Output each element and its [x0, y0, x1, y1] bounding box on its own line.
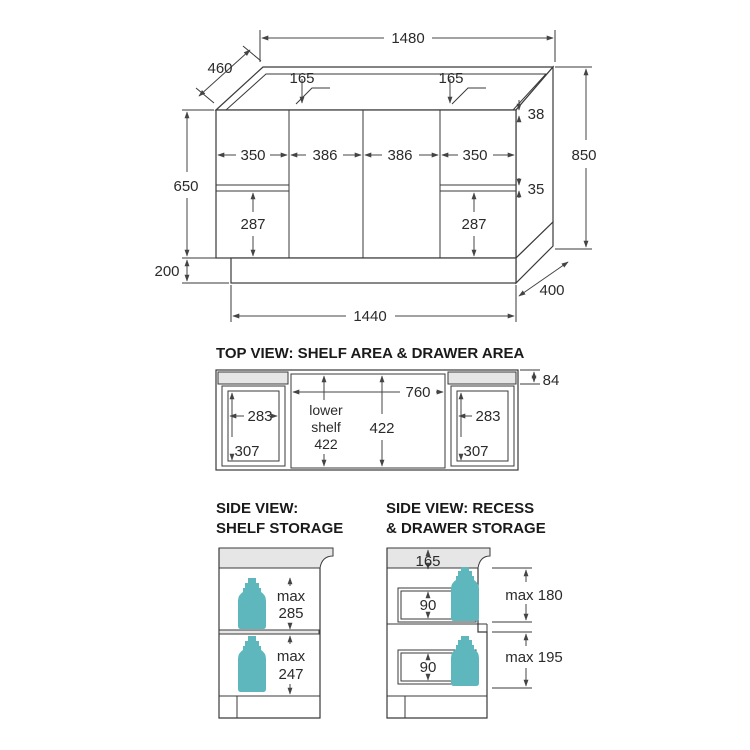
shelf-lower-max-value: 247	[278, 666, 303, 683]
bottle-icon	[238, 578, 266, 629]
shelf-upper-max-label: max	[277, 588, 306, 605]
dim-shelf-depth: 422	[369, 420, 394, 437]
shelf-label-line2: shelf	[311, 419, 341, 435]
dim-drawer2-height: 90	[420, 659, 437, 676]
dim-shelf-width: 760	[405, 384, 430, 401]
dim-height-cabinet: 650	[173, 178, 198, 195]
dim-depth-top: 460	[207, 60, 232, 77]
side-shelf-heading-1: SIDE VIEW:	[216, 500, 298, 517]
vanity-top-surface	[214, 66, 555, 111]
dim-upper-max: max 180	[505, 587, 563, 604]
plinth	[230, 257, 517, 284]
side-view-drawer: SIDE VIEW: RECESS & DRAWER STORAGE 165	[386, 500, 563, 719]
dim-recess-depth: 165	[415, 553, 440, 570]
dim-door-width-2: 386	[312, 147, 337, 164]
top-view: TOP VIEW: SHELF AREA & DRAWER AREA 84 76…	[215, 345, 560, 471]
dim-drawer-height-right: 287	[461, 216, 486, 233]
dim-lower-max: max 195	[505, 649, 563, 666]
dim-plinth-depth: 400	[539, 282, 564, 299]
dim-drawer-depth-left: 307	[234, 443, 259, 460]
dim-top-rail: 38	[528, 106, 545, 123]
front-view: 1480 460 165 165 38 850 650 200	[154, 30, 597, 325]
bottle-icon	[451, 567, 479, 621]
dim-drawer1-height: 90	[420, 597, 437, 614]
dim-drawer-width-right: 283	[475, 408, 500, 425]
bottle-icon	[451, 636, 479, 686]
dim-door-width-4: 350	[462, 147, 487, 164]
dim-plinth-width: 1440	[353, 308, 386, 325]
shelf-lower-max-label: max	[277, 648, 306, 665]
dim-recess-right: 165	[438, 70, 463, 87]
cabinet-front	[215, 109, 517, 259]
shelf-upper-max-value: 285	[278, 605, 303, 622]
side-shelf-heading-2: SHELF STORAGE	[216, 520, 343, 537]
shelf-label-line1: lower	[309, 402, 343, 418]
shelf-label-line3: 422	[314, 436, 338, 452]
dim-top-depth: 84	[543, 372, 560, 389]
dim-mid-rail: 35	[528, 181, 545, 198]
side-view-shelf: SIDE VIEW: SHELF STORAGE max 285 max 247	[216, 500, 343, 719]
dim-plinth-height: 200	[154, 263, 179, 280]
top-view-heading: TOP VIEW: SHELF AREA & DRAWER AREA	[216, 345, 525, 362]
bottle-icon	[238, 636, 266, 692]
dim-drawer-width-left: 283	[247, 408, 272, 425]
dim-door-width-1: 350	[240, 147, 265, 164]
side-drawer-heading-2: & DRAWER STORAGE	[386, 520, 546, 537]
side-drawer-heading-1: SIDE VIEW: RECESS	[386, 500, 534, 517]
dim-drawer-height-left: 287	[240, 216, 265, 233]
dim-height-total: 850	[571, 147, 596, 164]
dim-drawer-depth-right: 307	[463, 443, 488, 460]
dim-width-top: 1480	[391, 30, 424, 47]
dim-recess-left: 165	[289, 70, 314, 87]
dim-door-width-3: 386	[387, 147, 412, 164]
